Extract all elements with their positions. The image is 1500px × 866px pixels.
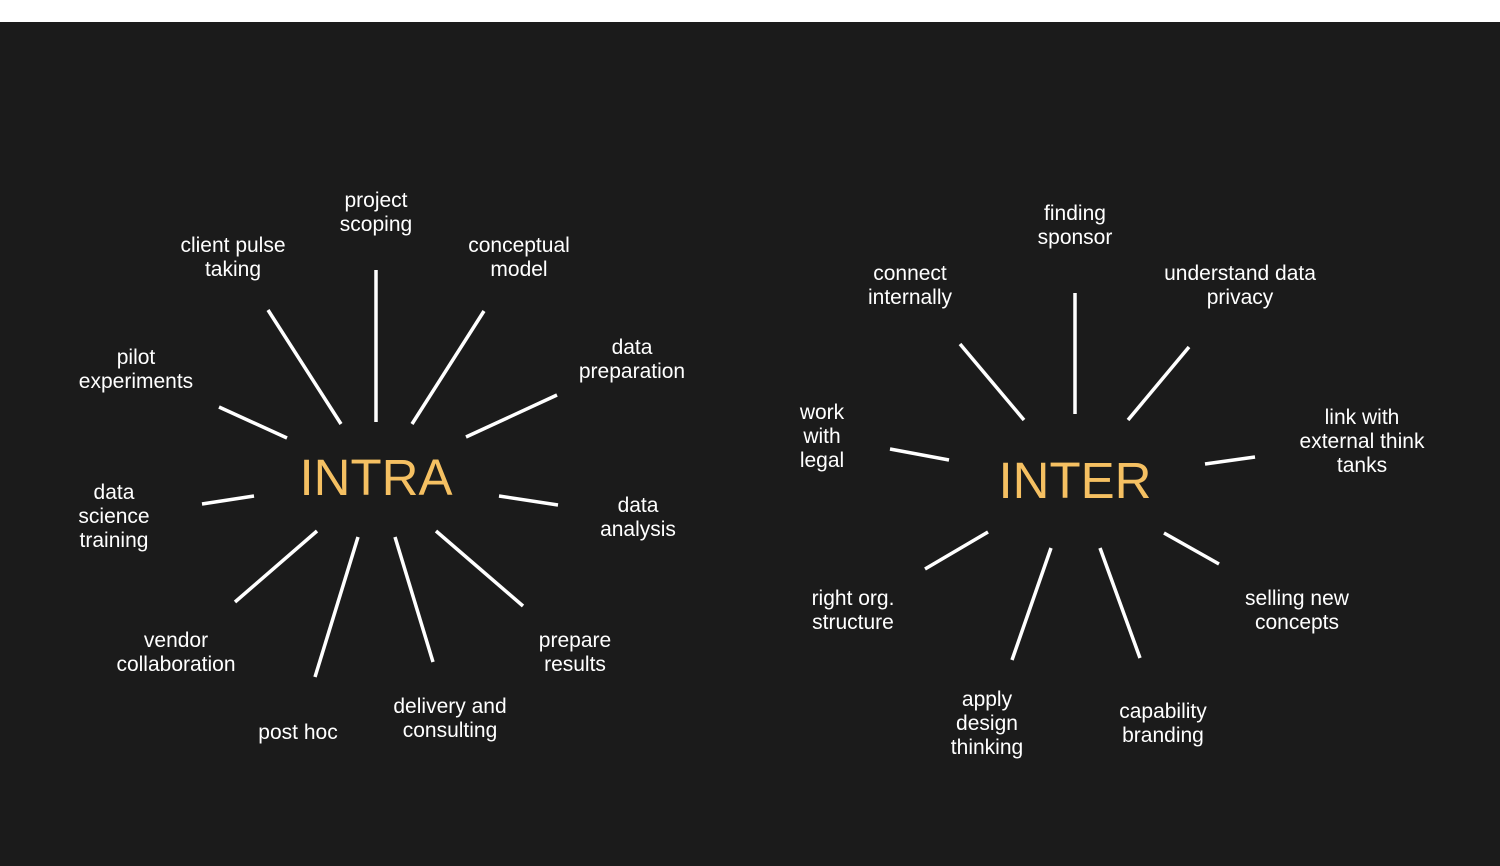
spoke-prepare-results bbox=[434, 529, 525, 608]
slide-background bbox=[0, 22, 1500, 866]
spoke-apply-design-thinking bbox=[1010, 547, 1053, 661]
label-right-org-structure: right org.structure bbox=[811, 587, 895, 634]
spoke-selling-new-concepts bbox=[1163, 531, 1220, 566]
spoke-post-hoc bbox=[313, 536, 360, 678]
spoke-data-science-training bbox=[201, 494, 255, 506]
intra-hub-title: INTRA bbox=[299, 449, 453, 506]
spoke-delivery-and-consulting bbox=[393, 536, 435, 663]
spoke-data-analysis bbox=[498, 494, 559, 507]
label-post-hoc: post hoc bbox=[258, 721, 338, 744]
spoke-data-preparation bbox=[465, 393, 558, 439]
spoke-pilot-experiments bbox=[218, 405, 288, 440]
spoke-understand-data-privacy bbox=[1126, 345, 1191, 422]
spoke-conceptual-model bbox=[410, 310, 486, 425]
spoke-connect-internally bbox=[958, 342, 1026, 422]
spoke-link-with-external-think-tanks bbox=[1204, 455, 1256, 466]
spoke-right-org-structure bbox=[924, 530, 989, 571]
spoke-vendor-collaboration bbox=[233, 529, 319, 604]
spoke-client-pulse-taking bbox=[266, 309, 343, 425]
spoke-work-with-legal bbox=[889, 447, 950, 462]
spoke-capability-branding bbox=[1098, 547, 1142, 659]
inter-hub-title: INTER bbox=[998, 452, 1152, 509]
